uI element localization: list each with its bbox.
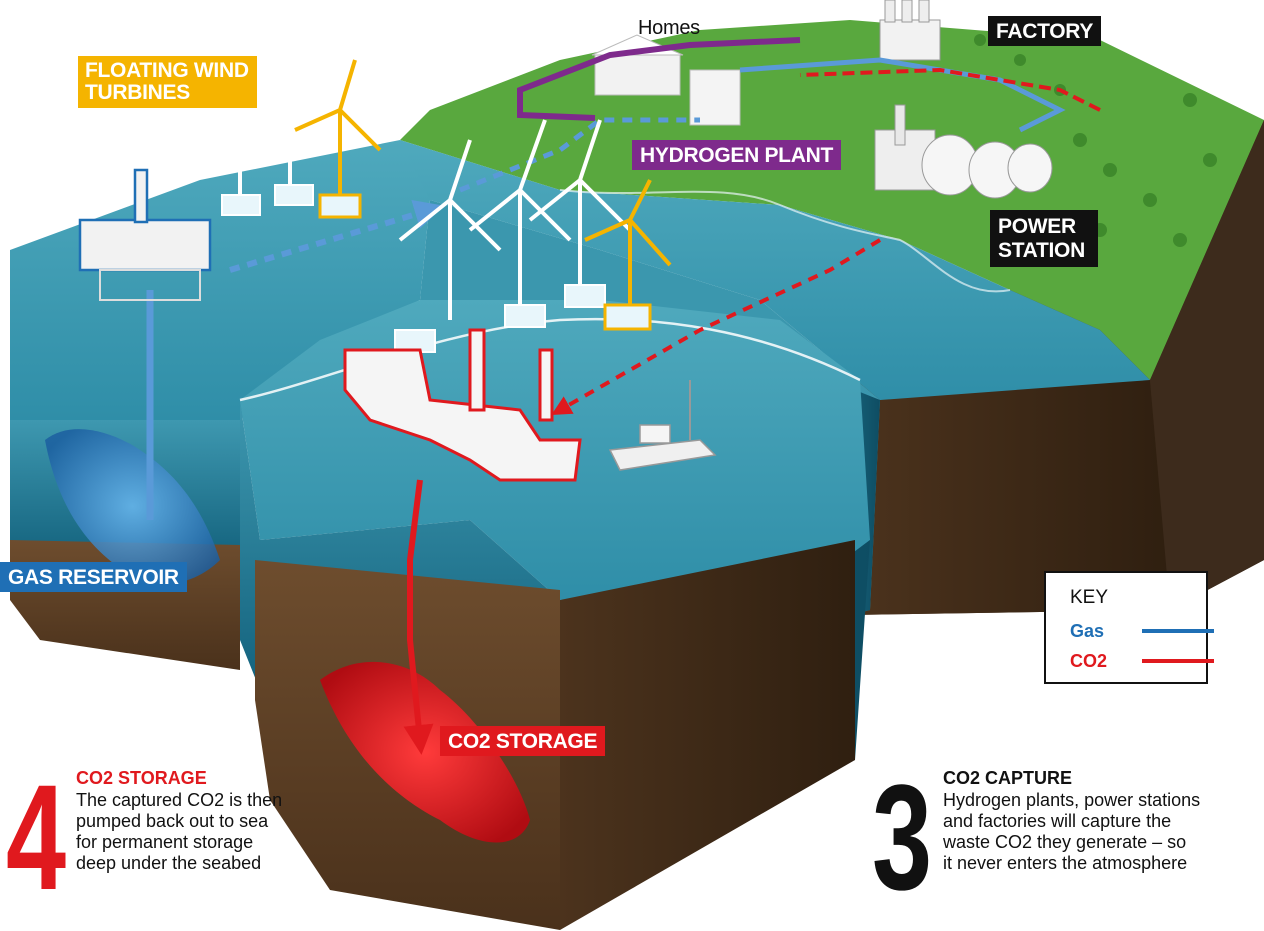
front-sea-block: [239, 300, 870, 930]
gas-pipelines: [146, 57, 1066, 520]
oil-platform-icon: [78, 168, 212, 301]
power-station-icon: [874, 104, 1053, 199]
label-hydrogen-plant: HYDROGEN PLANT: [632, 140, 841, 170]
step-heading: CO2 STORAGE: [76, 768, 207, 788]
step-line: it never enters the atmosphere: [943, 853, 1188, 873]
land-block: [400, 20, 1264, 615]
step-line: The captured CO2 is then: [76, 790, 283, 810]
left-sea-block: [10, 140, 430, 670]
step-heading: CO2 CAPTURE: [943, 768, 1073, 788]
legend-item-co2: CO2: [1070, 651, 1214, 672]
wind-turbine-icon: [294, 59, 672, 310]
legend-swatch-gas: [1142, 629, 1214, 633]
label-floating-wind-turbines: FLOATING WIND TURBINES: [78, 56, 257, 109]
step-line: deep under the seabed: [76, 853, 262, 873]
label-homes: Homes: [638, 17, 700, 39]
factory-icon: [879, 0, 941, 61]
step-number: 3: [872, 753, 933, 921]
step-number: 4: [6, 753, 67, 921]
oil-platform-icon: [343, 328, 582, 482]
legend-title: KEY: [1070, 587, 1109, 608]
step-line: waste CO2 they generate – so: [943, 832, 1187, 852]
ship-icon: [608, 380, 717, 471]
label-power-station: POWER STATION: [990, 210, 1098, 268]
legend-label-gas: Gas: [1070, 621, 1105, 641]
step-line: pumped back out to sea: [76, 811, 269, 831]
step-line: Hydrogen plants, power stations: [943, 790, 1201, 810]
hydrogen-pipeline: [517, 37, 801, 121]
legend-label-co2: CO2: [1070, 651, 1108, 671]
co2-pipelines: [403, 67, 1101, 755]
step-line: for permanent storage: [76, 832, 254, 852]
legend: KEY Gas CO2: [1044, 571, 1214, 684]
legend-swatch-co2: [1142, 659, 1214, 663]
back-sea: [400, 140, 1150, 400]
step-line: and factories will capture the: [943, 811, 1172, 831]
label-gas-reservoir: GAS RESERVOIR: [0, 562, 187, 592]
legend-item-gas: Gas: [1070, 621, 1214, 642]
label-factory: FACTORY: [988, 16, 1102, 46]
label-co2-storage: CO2 STORAGE: [440, 726, 606, 756]
